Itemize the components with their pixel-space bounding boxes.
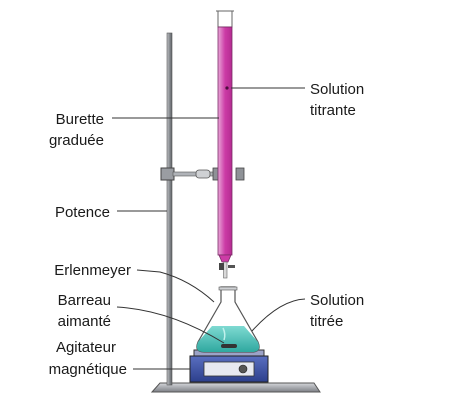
leader-titree: [251, 298, 306, 332]
burette-clamp: [160, 167, 245, 181]
magnetic-stirrer: [189, 349, 269, 383]
magnetic-bar-icon: [221, 344, 237, 348]
label-barreau-2: aimanté: [58, 313, 111, 330]
label-agitateur-2: magnétique: [49, 361, 127, 378]
titrated-solution: [196, 326, 260, 352]
label-titree-2: titrée: [310, 313, 343, 330]
stand-base: [150, 382, 321, 393]
label-potence: Potence: [55, 204, 110, 221]
stopcock-icon: [219, 263, 224, 270]
leader-lines: [112, 87, 306, 370]
burette: [216, 10, 235, 279]
label-titree-1: Solution: [310, 292, 364, 309]
stand-rod: [166, 32, 173, 386]
stirrer-knob-icon: [238, 364, 248, 374]
label-titrante-1: Solution: [310, 81, 364, 98]
erlenmeyer-flask: [196, 286, 260, 353]
leader-barreau: [116, 306, 225, 344]
labels: Burette graduée Potence Erlenmeyer Barre…: [49, 81, 365, 378]
label-burette-2: graduée: [49, 132, 104, 149]
label-titrante-2: titrante: [310, 102, 356, 119]
label-agitateur-1: Agitateur: [56, 339, 116, 356]
label-erlenmeyer: Erlenmeyer: [54, 262, 131, 279]
label-burette-1: Burette: [56, 111, 104, 128]
label-barreau-1: Barreau: [58, 292, 111, 309]
leader-erlenmeyer: [136, 269, 215, 303]
meniscus-mark: [225, 86, 229, 90]
